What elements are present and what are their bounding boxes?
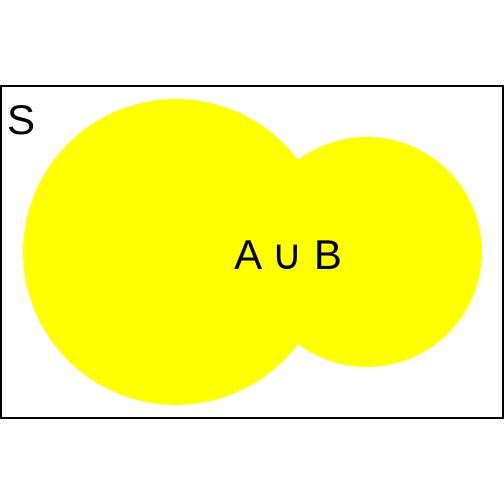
- union-label: A ∪ B: [234, 231, 342, 278]
- universe-label: S: [7, 96, 35, 143]
- set-b-circle: [252, 137, 482, 367]
- set-a-circle: [23, 99, 329, 405]
